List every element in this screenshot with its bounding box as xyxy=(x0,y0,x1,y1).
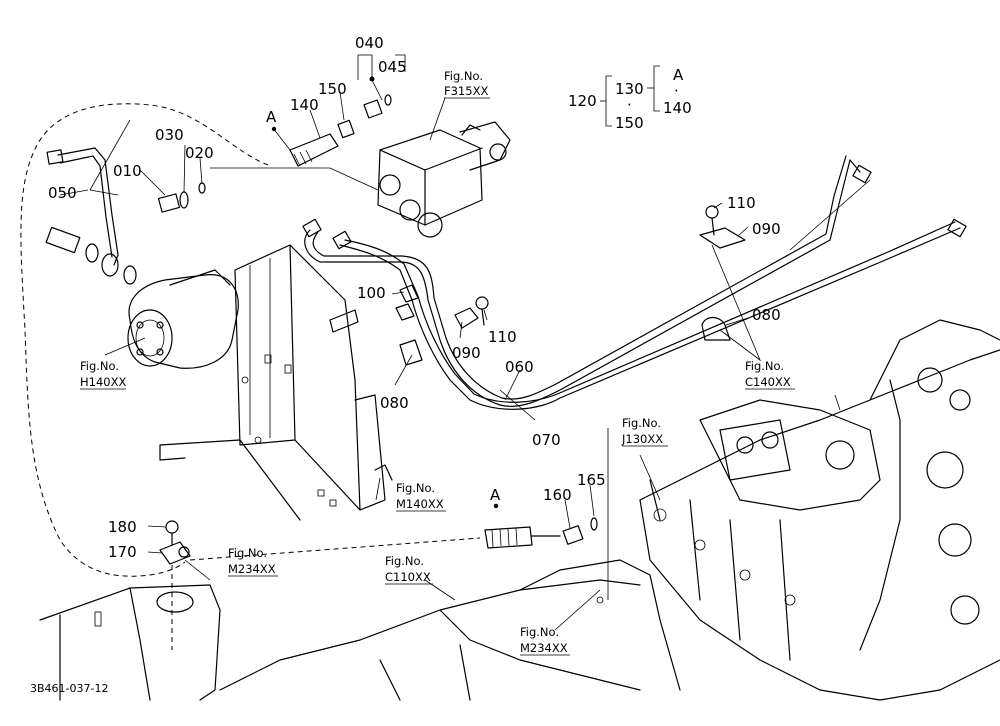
fig-label: Fig.No. xyxy=(396,481,435,495)
label-040: 040 xyxy=(355,34,384,52)
fig-ref-h140: Fig.No. H140XX xyxy=(80,359,126,390)
fig-label: Fig.No. xyxy=(622,416,661,430)
pipe-060-070 xyxy=(302,155,967,410)
label-090-upper: 090 xyxy=(752,220,781,238)
fig-ref-m234-right: Fig.No. M234XX xyxy=(520,625,570,656)
clamp-080-lower xyxy=(399,339,423,366)
fig-code-c110: C110XX xyxy=(385,570,431,584)
fig-ref-c110: Fig.No. C110XX xyxy=(385,554,433,585)
fig-ref-m140: Fig.No. M140XX xyxy=(396,481,446,512)
label-080-lower: 080 xyxy=(380,394,409,412)
fig-label: Fig.No. xyxy=(444,69,483,83)
clamp-090-upper xyxy=(699,205,746,249)
label-ref-a-upper: A xyxy=(266,108,277,126)
label-080-upper: 080 xyxy=(752,306,781,324)
fig-code-m140: M140XX xyxy=(396,497,444,511)
hose-fitting-140 xyxy=(289,94,392,167)
sensor-fitting xyxy=(45,226,137,285)
label-170: 170 xyxy=(108,543,137,561)
ref-dot-a-upper xyxy=(271,126,277,132)
clamp-080-upper xyxy=(701,316,731,341)
label-030: 030 xyxy=(155,126,184,144)
fitting-010 xyxy=(157,182,206,213)
label-100: 100 xyxy=(357,284,386,302)
fig-code-m234-left: M234XX xyxy=(228,562,276,576)
fig-code-c140: C140XX xyxy=(745,375,791,389)
fig-label: Fig.No. xyxy=(745,359,784,373)
clamp-100 xyxy=(395,284,419,321)
frame-plate xyxy=(159,244,393,521)
hydraulic-pump xyxy=(127,269,239,369)
label-060: 060 xyxy=(505,358,534,376)
label-ref-a-lower: A xyxy=(490,486,501,504)
fig-ref-c140: Fig.No. C140XX xyxy=(745,359,795,390)
ref-dot-a-lower xyxy=(493,503,499,509)
label-020: 020 xyxy=(185,144,214,162)
clamp-170-bolt-180 xyxy=(159,520,191,650)
dashed-connection-line xyxy=(189,537,481,561)
label-110-upper: 110 xyxy=(727,194,756,212)
label-ref-a-assembly: A xyxy=(673,66,684,84)
label-045: 045 xyxy=(378,58,407,76)
label-010: 010 xyxy=(113,162,142,180)
label-160: 160 xyxy=(543,486,572,504)
label-180: 180 xyxy=(108,518,137,536)
fig-code-f315: F315XX xyxy=(444,84,488,98)
label-050: 050 xyxy=(48,184,77,202)
fig-ref-f315: Fig.No. F315XX xyxy=(444,69,490,99)
assembly-dot-right: · xyxy=(674,82,679,100)
label-150-upper: 150 xyxy=(318,80,347,98)
label-110-lower: 110 xyxy=(488,328,517,346)
label-130: 130 xyxy=(615,80,644,98)
fig-label: Fig.No. xyxy=(228,546,267,560)
fig-code-j130: J130XX xyxy=(621,432,663,446)
leader-lines xyxy=(59,54,871,631)
clamp-090-lower xyxy=(454,296,489,329)
fig-label: Fig.No. xyxy=(385,554,424,568)
assembly-dot-left: · xyxy=(627,96,632,114)
fig-label: Fig.No. xyxy=(520,625,559,639)
label-140-upper: 140 xyxy=(290,96,319,114)
label-090-lower: 090 xyxy=(452,344,481,362)
fig-code-m234-right: M234XX xyxy=(520,641,568,655)
fitting-160-165 xyxy=(484,517,598,549)
fig-label: Fig.No. xyxy=(80,359,119,373)
assembly-bracket xyxy=(600,65,660,127)
ref-dot-045 xyxy=(369,76,375,82)
fig-code-h140: H140XX xyxy=(80,375,126,389)
pipe-050 xyxy=(46,147,119,266)
lower-frame xyxy=(39,559,681,701)
label-140-assembly: 140 xyxy=(663,99,692,117)
dashed-connection-loop xyxy=(20,103,269,577)
fig-ref-m234-left: Fig.No. M234XX xyxy=(228,546,278,577)
label-120: 120 xyxy=(568,92,597,110)
label-165: 165 xyxy=(577,471,606,489)
transmission-housing xyxy=(639,319,1000,701)
fig-ref-j130: Fig.No. J130XX xyxy=(621,416,668,447)
drawing-id: 3B461-037-12 xyxy=(30,682,108,695)
valve-block xyxy=(377,121,511,238)
label-070: 070 xyxy=(532,431,561,449)
label-150-assembly: 150 xyxy=(615,114,644,132)
